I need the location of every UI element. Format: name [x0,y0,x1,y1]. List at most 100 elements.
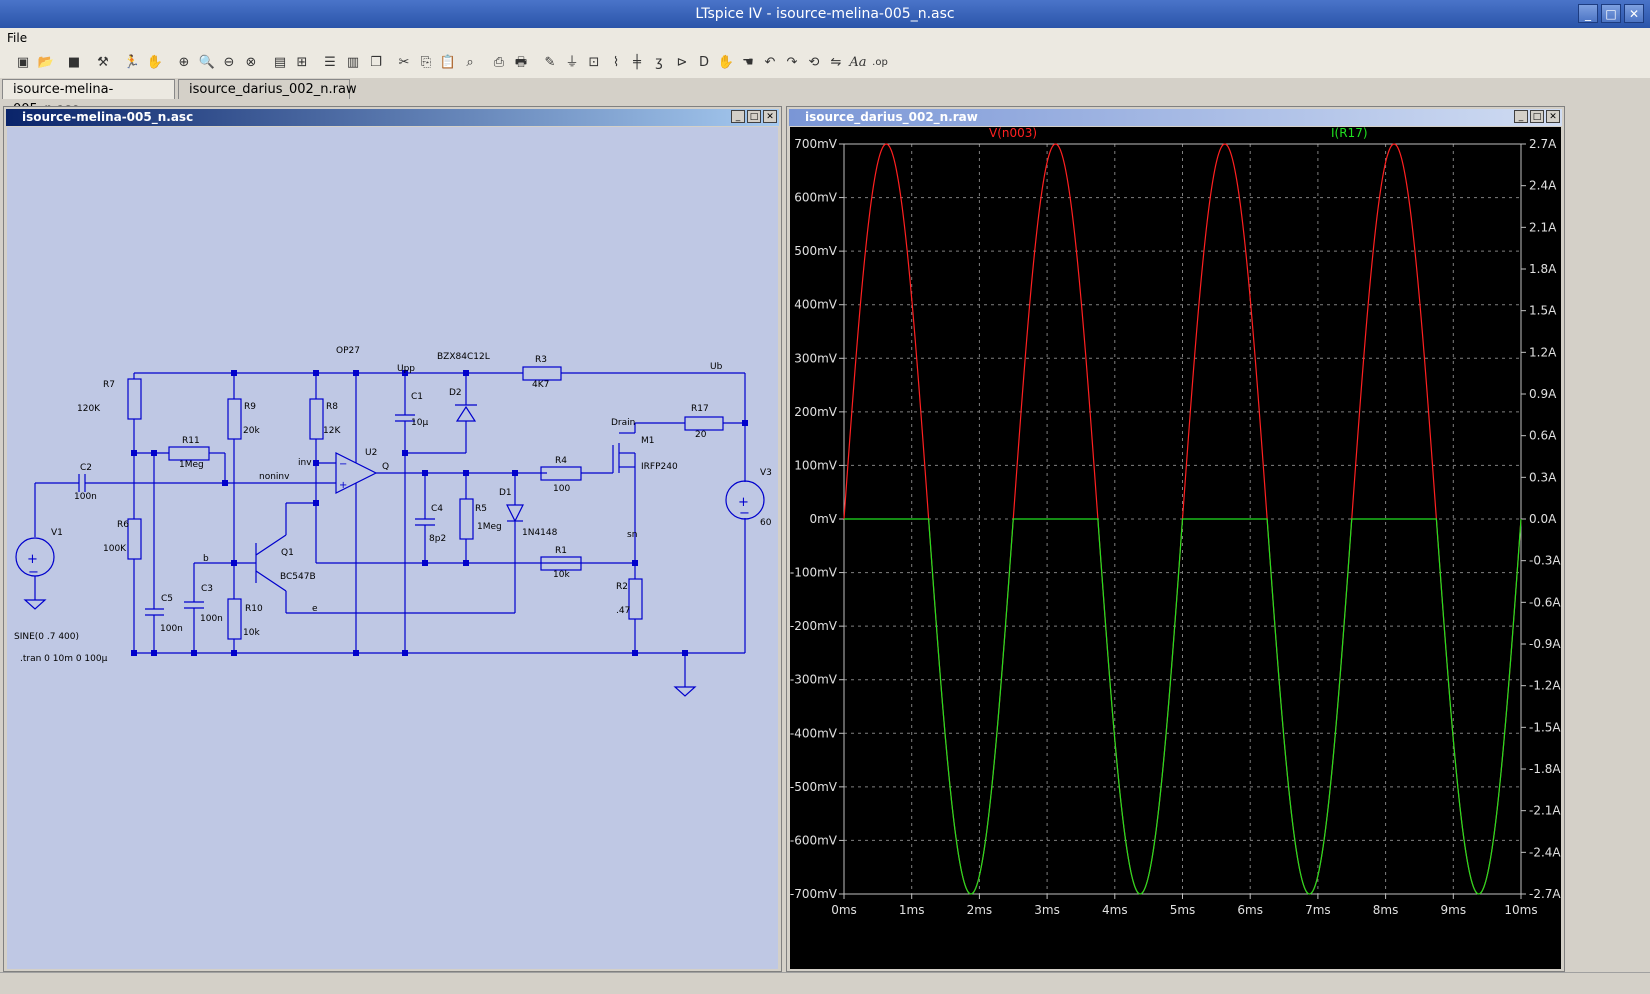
label-ub: Ub [710,362,723,372]
tile-horizontal-icon[interactable]: ☰ [324,55,336,70]
label-r2-value: .47 [616,606,630,616]
x-tick-label: 6ms [1237,903,1263,917]
zoom-in-icon[interactable]: ⊕ [178,55,190,70]
menu-bar: File [0,28,1650,48]
schematic-canvas[interactable]: + − + − − + [7,127,778,969]
new-schematic-icon[interactable]: ▣ [16,55,30,70]
waveform-close-icon[interactable]: ✕ [1546,110,1560,123]
copy-icon[interactable]: ⎘ [420,55,432,70]
label-q1: Q1 [281,548,294,558]
trace-label-vn003[interactable]: V(n003) [989,127,1037,140]
spice-directive-icon[interactable]: .op [872,57,888,68]
run-icon[interactable]: 🏃 [123,55,141,70]
schematic-window: isource-melina-005_n.asc _ □ ✕ [3,106,782,972]
label-d2: D2 [449,388,462,398]
ground-icon[interactable]: ⏚ [565,55,579,70]
cut-icon[interactable]: ✂ [398,55,410,70]
resistor-icon[interactable]: ⌇ [612,55,620,70]
label-v3: V3 [760,468,772,478]
tile-vertical-icon[interactable]: ▥ [346,55,360,70]
print-icon[interactable]: 🖶 [514,55,528,70]
label-net-icon[interactable]: ⊡ [588,55,600,70]
maximize-icon[interactable]: □ [1601,4,1621,23]
label-d1: D1 [499,488,512,498]
diode-icon[interactable]: ⊳ [676,55,688,70]
label-u2: U2 [365,448,377,458]
svg-text:+: + [339,480,347,491]
y-tick-label-left: -200mV [790,619,838,633]
inductor-icon[interactable]: ʒ [655,55,663,70]
mirror-icon[interactable]: ⇋ [830,55,842,70]
component-icon[interactable]: D [698,55,709,70]
y-tick-label-left: -500mV [790,780,838,794]
paste-icon[interactable]: 📋 [439,55,457,70]
rotate-icon[interactable]: ⟲ [808,55,820,70]
trace-ir17 [844,518,1522,895]
close-icon[interactable]: ✕ [1624,4,1644,23]
move-icon[interactable]: ✋ [717,55,735,70]
cascade-icon[interactable]: ❐ [370,55,382,70]
y-tick-label-right: -1.8A [1529,762,1561,776]
schematic-maximize-icon[interactable]: □ [747,110,761,123]
pick-visible-icon[interactable]: ⊞ [296,55,308,70]
print-setup-icon[interactable]: ⎙ [493,55,505,70]
tab-schematic[interactable]: isource-melina-005_n.asc [2,79,175,117]
y-tick-label-left: 300mV [794,351,838,365]
window-titlebar: LTspice IV - isource-melina-005_n.asc _ … [0,0,1650,28]
y-tick-label-right: -0.9A [1529,637,1561,651]
svg-text:−: − [739,506,750,521]
status-bar [0,972,1650,994]
label-b: b [203,554,209,564]
label-q: Q [382,462,389,472]
y-tick-label-right: 2.4A [1529,179,1557,193]
trace-label-ir17[interactable]: I(R17) [1331,127,1368,140]
draw-wire-icon[interactable]: ✎ [544,55,556,70]
label-r7: R7 [103,380,115,390]
open-icon[interactable]: 📂 [37,55,55,70]
label-c2-value: 100n [74,492,97,502]
schematic-minimize-icon[interactable]: _ [731,110,745,123]
waveform-maximize-icon[interactable]: □ [1530,110,1544,123]
autorange-icon[interactable]: ▤ [273,55,287,70]
x-tick-label: 9ms [1441,903,1467,917]
undo-icon[interactable]: ↶ [764,55,776,70]
halt-icon[interactable]: ✋ [146,55,164,70]
y-tick-label-right: 1.5A [1529,304,1557,318]
text-icon[interactable]: Aa [849,55,867,70]
svg-text:+: + [738,495,749,510]
y-tick-label-right: 0.3A [1529,470,1557,484]
label-c2: C2 [80,463,92,473]
schematic-window-title: isource-melina-005_n.asc [22,110,194,124]
document-tabs: isource-melina-005_n.asc isource_darius_… [0,78,1650,117]
find-icon[interactable]: ⌕ [466,55,474,70]
waveform-minimize-icon[interactable]: _ [1514,110,1528,123]
label-sine: SINE(0 .7 400) [14,632,79,642]
minimize-icon[interactable]: _ [1578,4,1598,23]
label-sn: sn [627,530,637,540]
y-tick-label-right: 2.7A [1529,137,1557,151]
y-tick-label-right: -2.4A [1529,845,1561,859]
zoom-area-icon[interactable]: 🔍 [198,55,216,70]
label-r6-value: 100K [103,544,127,554]
schematic-close-icon[interactable]: ✕ [763,110,777,123]
control-panel-icon[interactable]: ⚒ [97,55,109,70]
y-tick-label-right: -2.1A [1529,804,1561,818]
redo-icon[interactable]: ↷ [786,55,798,70]
menu-file[interactable]: File [7,31,28,45]
x-tick-label: 8ms [1373,903,1399,917]
tab-waveform[interactable]: isource_darius_002_n.raw [178,79,357,99]
label-r3: R3 [535,355,547,365]
drag-icon[interactable]: ☚ [742,55,754,70]
x-tick-label: 3ms [1034,903,1060,917]
label-c1: C1 [411,392,423,402]
save-icon[interactable]: ■ [67,55,81,70]
y-tick-label-right: 1.8A [1529,262,1557,276]
zoom-out-icon[interactable]: ⊖ [223,55,235,70]
zoom-fit-icon[interactable]: ⊗ [245,55,257,70]
capacitor-icon[interactable]: ╪ [633,55,641,70]
x-tick-label: 10ms [1504,903,1537,917]
y-tick-label-left: 200mV [794,405,838,419]
y-tick-label-right: 1.2A [1529,345,1557,359]
x-tick-label: 7ms [1305,903,1331,917]
